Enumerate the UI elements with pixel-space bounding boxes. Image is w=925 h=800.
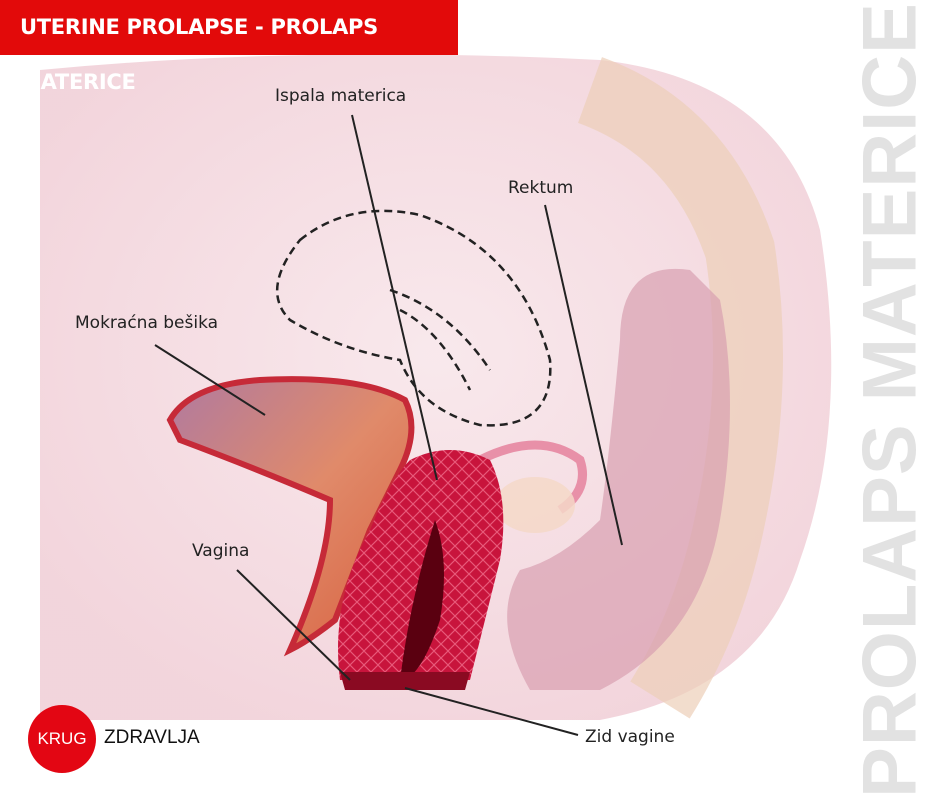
label-uterus: Ispala materica [275,86,407,106]
label-vaginal-wall: Zid vagine [585,727,675,747]
vaginal-canal [400,520,444,680]
vaginal-wall [340,672,470,690]
spine [577,57,783,719]
label-bladder: Mokraćna bešika [75,313,219,333]
fallopian-tube [477,440,587,514]
title-banner: UTERINE PROLAPSE - PROLAPS MATERICE [0,0,458,94]
label-vagina: Vagina [192,541,250,561]
side-title: PROLAPS MATERICE [847,2,925,798]
normal-vagina-outline [389,288,492,391]
leader-rectum [544,204,623,546]
leader-vagina [236,569,351,681]
ovary [495,477,575,533]
leader-uterus [351,114,438,481]
leader-vaginal-wall [404,687,579,736]
prolapsed-uterus [338,450,504,680]
leader-lines [154,114,623,736]
logo-circle: KRUG [28,705,96,773]
logo-text: ZDRAVLJA [104,727,200,748]
label-rectum: Rektum [508,178,574,198]
leader-bladder [154,344,266,416]
rectum-shape [507,268,730,690]
